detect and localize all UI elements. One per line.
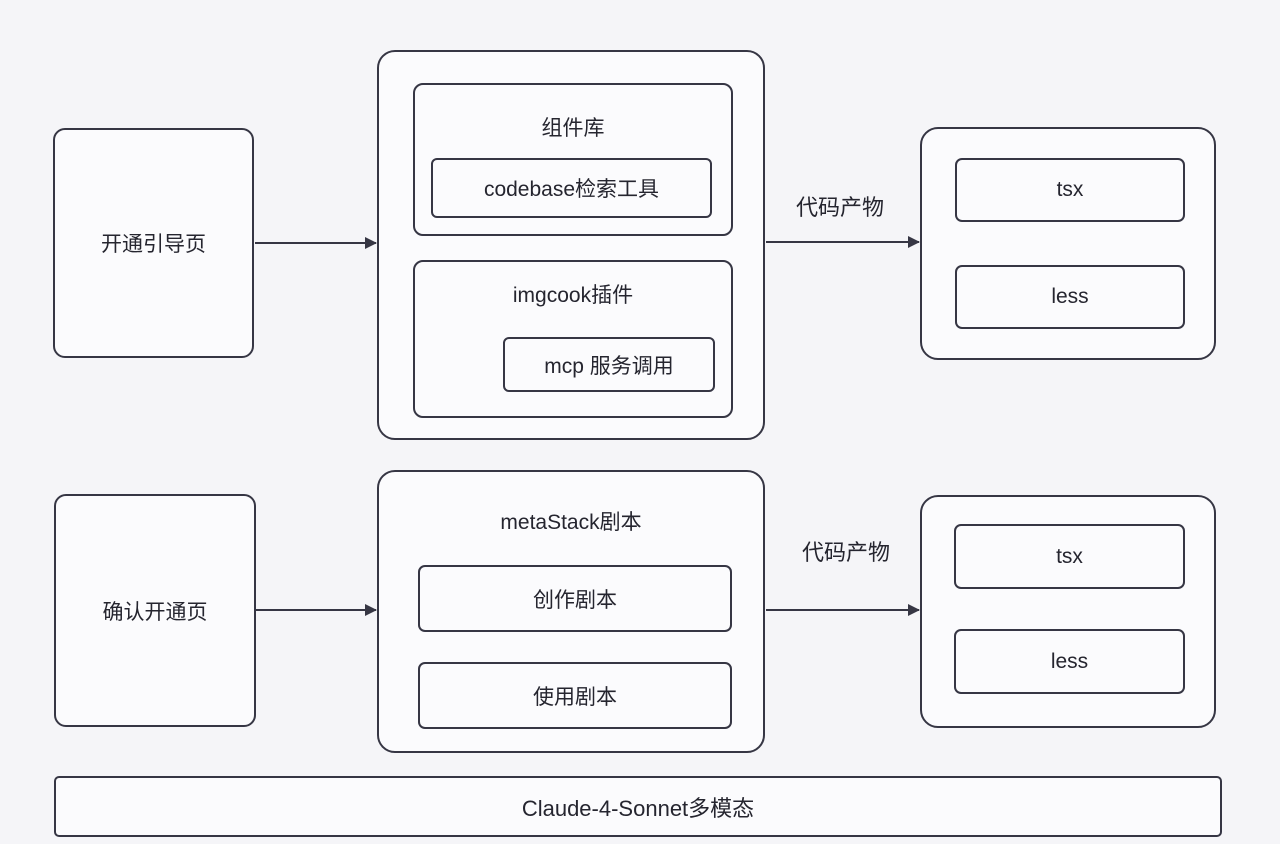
arrow-guide-to-components (255, 242, 376, 244)
footer-model-bar-label: Claude-4-Sonnet多模态 (521, 795, 755, 821)
group-component-library: 组件库 codebase检索工具 (413, 83, 733, 236)
arrow-confirm-to-metastack (256, 609, 376, 611)
arrow-components-to-outputs (766, 241, 919, 243)
node-output-less-top-label: less (1051, 285, 1089, 308)
node-output-tsx-top: tsx (955, 158, 1185, 222)
node-guide-page-label: 开通引导页 (101, 233, 206, 256)
container-metastack-title: metaStack剧本 (500, 511, 642, 534)
node-output-tsx-bottom: tsx (954, 524, 1185, 589)
footer-model-bar: Claude-4-Sonnet多模态 (54, 776, 1222, 837)
container-metastack-pipeline: metaStack剧本 创作剧本 使用剧本 (377, 470, 765, 753)
node-confirm-page-label: 确认开通页 (102, 600, 208, 624)
node-output-less-bottom: less (954, 629, 1185, 694)
node-output-less-bottom-label: less (1050, 649, 1089, 673)
arrow-metastack-to-outputs (766, 609, 919, 611)
edge-label-code-artifacts-bottom: 代码产物 (801, 540, 890, 565)
node-create-script-label: 创作剧本 (533, 588, 617, 612)
node-output-tsx-top-label: tsx (1056, 178, 1084, 201)
node-codebase-tool: codebase检索工具 (431, 158, 712, 218)
node-mcp-service-label: mcp 服务调用 (544, 354, 674, 378)
node-output-tsx-bottom-label: tsx (1056, 544, 1083, 568)
node-output-less-top: less (955, 265, 1185, 329)
node-codebase-tool-label: codebase检索工具 (483, 178, 660, 201)
container-outputs-bottom: tsx less (920, 495, 1216, 728)
node-use-script: 使用剧本 (418, 662, 732, 729)
node-mcp-service: mcp 服务调用 (503, 337, 715, 392)
container-outputs-top: tsx less (920, 127, 1216, 360)
group-imgcook-plugin: imgcook插件 mcp 服务调用 (413, 260, 733, 418)
node-use-script-label: 使用剧本 (533, 685, 617, 709)
node-create-script: 创作剧本 (418, 565, 732, 632)
node-confirm-page: 确认开通页 (54, 494, 256, 727)
group-imgcook-plugin-title: imgcook插件 (512, 284, 634, 307)
node-guide-page: 开通引导页 (53, 128, 254, 358)
container-component-pipeline: 组件库 codebase检索工具 imgcook插件 mcp 服务调用 (377, 50, 765, 440)
edge-label-code-artifacts-top: 代码产物 (795, 195, 884, 220)
group-component-library-title: 组件库 (541, 117, 605, 140)
